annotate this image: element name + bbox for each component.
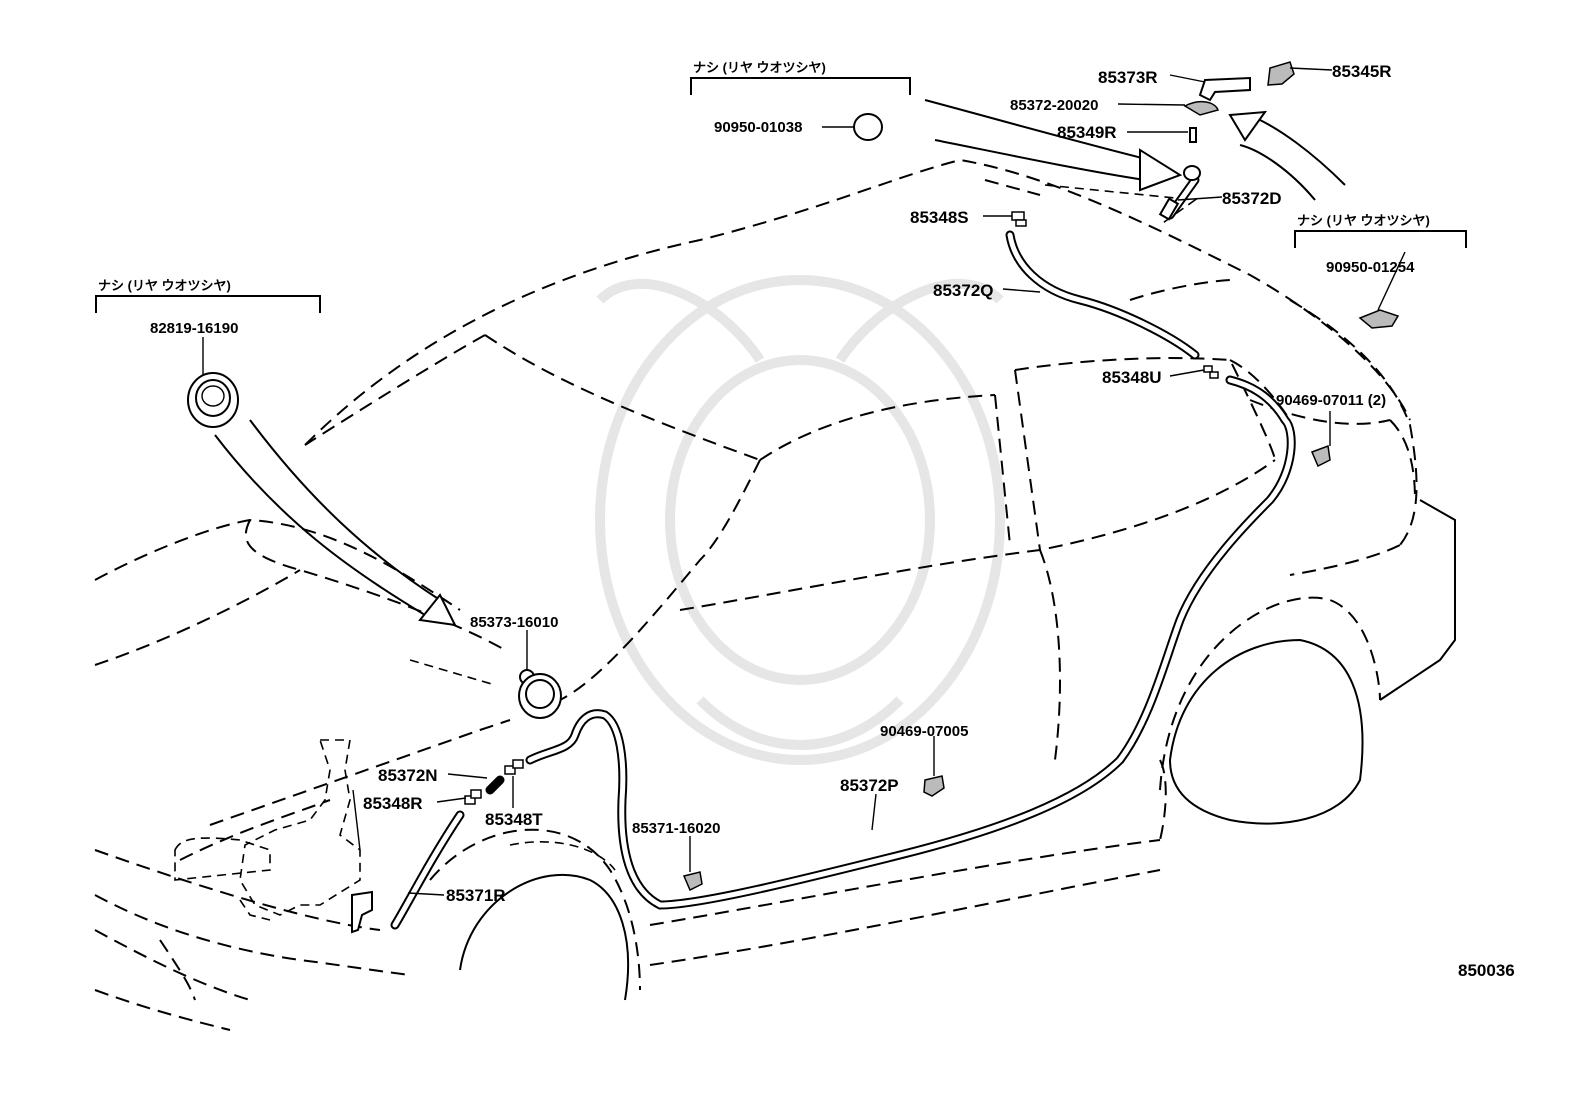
part-label-90469-07011[interactable]: 90469-07011 (2) <box>1276 392 1386 409</box>
group-brackets <box>95 77 1467 313</box>
part-label-85371R[interactable]: 85371R <box>446 886 506 905</box>
part-label-85371-16020[interactable]: 85371-16020 <box>632 820 720 837</box>
callout-arrows <box>214 99 1346 627</box>
part-label-85372N[interactable]: 85372N <box>378 766 438 785</box>
leader-lines <box>202 67 1406 896</box>
vehicle-outline <box>94 158 1456 1031</box>
part-label-85348R[interactable]: 85348R <box>363 794 423 813</box>
part-label-85372Q[interactable]: 85372Q <box>933 281 994 300</box>
part-label-85348T[interactable]: 85348T <box>485 810 543 829</box>
part-label-82819-16190[interactable]: 82819-16190 <box>150 320 238 337</box>
part-label-90950-01038[interactable]: 90950-01038 <box>714 119 802 136</box>
group-right-title: ナシ (リヤ ウオツシヤ) <box>1297 213 1430 228</box>
washer-hoses <box>390 175 1296 930</box>
part-label-90469-07005[interactable]: 90469-07005 <box>880 723 968 740</box>
nozzle-85373-16010 <box>518 669 562 719</box>
part-label-85373R[interactable]: 85373R <box>1098 68 1158 87</box>
part-label-85372P[interactable]: 85372P <box>840 776 899 795</box>
part-label-85349R[interactable]: 85349R <box>1057 123 1117 142</box>
watermark-emblem <box>595 275 1005 765</box>
group-left-title: ナシ (リヤ ウオツシヤ) <box>98 278 231 293</box>
part-label-85348S[interactable]: 85348S <box>910 208 969 227</box>
diagram-code: 850036 <box>1458 961 1515 980</box>
part-label-90950-01254[interactable]: 90950-01254 <box>1326 259 1415 276</box>
part-label-85372-20020[interactable]: 85372-20020 <box>1010 97 1098 114</box>
group-top-title: ナシ (リヤ ウオツシヤ) <box>693 60 826 75</box>
part-label-85345R[interactable]: 85345R <box>1332 62 1392 81</box>
part-label-85373-16010[interactable]: 85373-16010 <box>470 614 558 631</box>
part-label-85348U[interactable]: 85348U <box>1102 368 1162 387</box>
part-glyphs <box>187 61 1400 934</box>
part-label-85372D[interactable]: 85372D <box>1222 189 1282 208</box>
grommet-82819-16190 <box>187 372 239 428</box>
cap-90950-01038 <box>853 113 883 141</box>
